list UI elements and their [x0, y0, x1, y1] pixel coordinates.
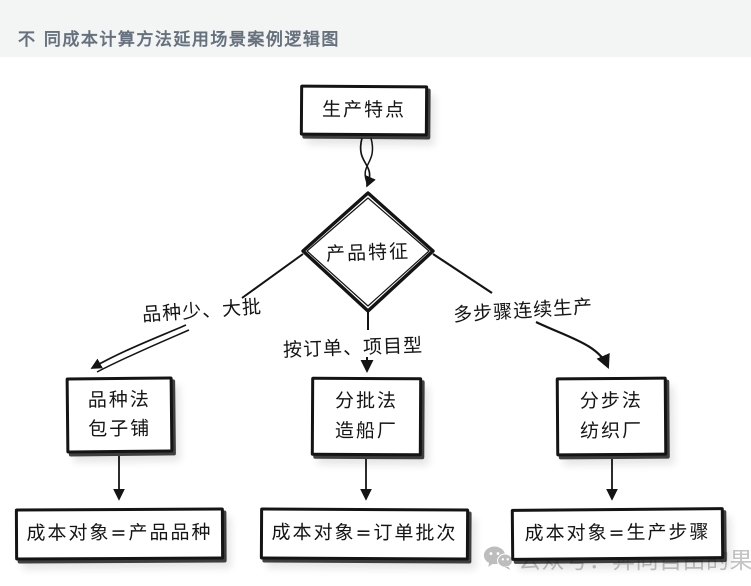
node-result-batch: 成本对象=订单批次: [259, 507, 470, 561]
wechat-icon: [483, 546, 513, 570]
node-result-step: 成本对象=生产步骤: [510, 507, 725, 561]
node-label: 生产特点: [321, 98, 407, 122]
result-label: 成本对象=产品品种: [26, 521, 213, 545]
connector-decision-left-segment: [241, 253, 304, 299]
method-example: 纺织厂: [580, 419, 644, 442]
node-product-features-label: 产品特征: [325, 240, 411, 266]
connector-top-to-decision: [359, 137, 376, 188]
connector-top-to-decision-sketch: [364, 137, 374, 186]
result-label: 成本对象=生产步骤: [524, 521, 711, 546]
node-result-variety: 成本对象=产品品种: [14, 507, 225, 561]
page-title: 不 同成本计算方法延用场景案例逻辑图: [18, 30, 340, 50]
decision-diamond: [301, 191, 435, 313]
method-example: 包子铺: [88, 417, 152, 441]
connector-right-arrow: [535, 321, 610, 369]
node-method-batch: 分批法 造船厂: [310, 376, 423, 457]
header-bar: 不 同成本计算方法延用场景案例逻辑图: [0, 0, 751, 57]
connector-decision-right-segment: [432, 253, 493, 294]
method-example: 造船厂: [334, 419, 398, 442]
result-label: 成本对象=订单批次: [271, 521, 458, 545]
branch-label-middle: 按订单、项目型: [282, 334, 424, 362]
method-name: 分步法: [579, 389, 643, 413]
node-method-variety: 品种法 包子铺: [65, 376, 174, 454]
decision-diamond-sketch: [306, 197, 430, 307]
method-name: 分批法: [335, 389, 399, 413]
connector-left-arrow-sketch: [96, 329, 190, 373]
node-production-characteristics: 生产特点: [299, 84, 429, 137]
method-name: 品种法: [87, 388, 151, 411]
node-method-step: 分步法 纺织厂: [555, 376, 668, 457]
connector-left-arrow: [90, 324, 187, 369]
